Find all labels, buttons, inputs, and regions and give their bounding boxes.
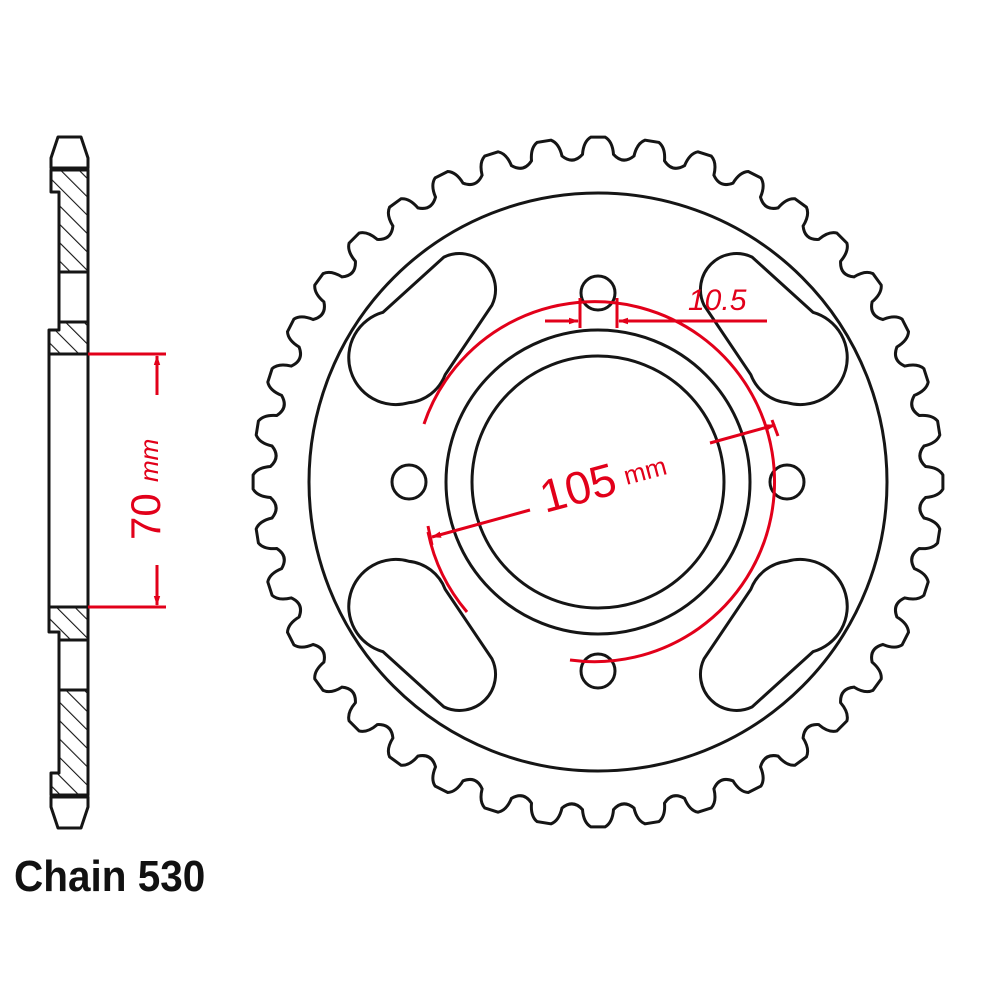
hub-bore-unit: mm xyxy=(134,439,164,482)
pcd-unit: mm xyxy=(620,451,670,491)
lower-rim-section xyxy=(49,688,90,797)
hub-bore-dimension xyxy=(88,352,166,609)
center-bore xyxy=(47,352,90,609)
lower-hub-flange xyxy=(47,605,90,642)
bolt-hole-top xyxy=(579,274,617,312)
slot-lower-right xyxy=(699,557,849,712)
upper-rim-section xyxy=(49,168,90,274)
chain-size-caption: Chain 530 xyxy=(14,852,206,901)
bolt-hole-right xyxy=(768,463,806,501)
pcd-value: 105 xyxy=(534,453,622,523)
bolt-hole-bottom xyxy=(579,652,617,690)
top-tooth-profile xyxy=(49,135,90,170)
upper-bolt-hole-gap xyxy=(57,270,90,324)
side-section-view xyxy=(47,135,90,830)
outer-ring-circle xyxy=(307,191,889,773)
slot-lower-left xyxy=(347,557,497,712)
center-bore-circle xyxy=(470,354,726,610)
hub-bore-value: 70 xyxy=(122,493,169,540)
bolt-hole-value: 10.5 xyxy=(688,284,747,317)
bottom-tooth-profile xyxy=(49,795,90,830)
pcd-arc-main xyxy=(422,300,776,664)
sprocket-front-view xyxy=(251,135,945,829)
bolt-hole-left xyxy=(390,463,428,501)
bolt-hole-dimension xyxy=(545,298,767,328)
hub-bore-label: 70 mm xyxy=(122,439,169,540)
slot-upper-right xyxy=(699,252,849,407)
lower-bolt-hole-gap xyxy=(57,638,90,692)
slot-upper-left xyxy=(347,252,497,407)
pcd-label: 105 mm xyxy=(534,451,670,523)
sprocket-teeth-outline xyxy=(251,135,945,829)
pcd-dimension xyxy=(422,300,780,664)
inner-hub-outer-circle xyxy=(444,328,752,636)
upper-hub-flange xyxy=(47,320,90,356)
